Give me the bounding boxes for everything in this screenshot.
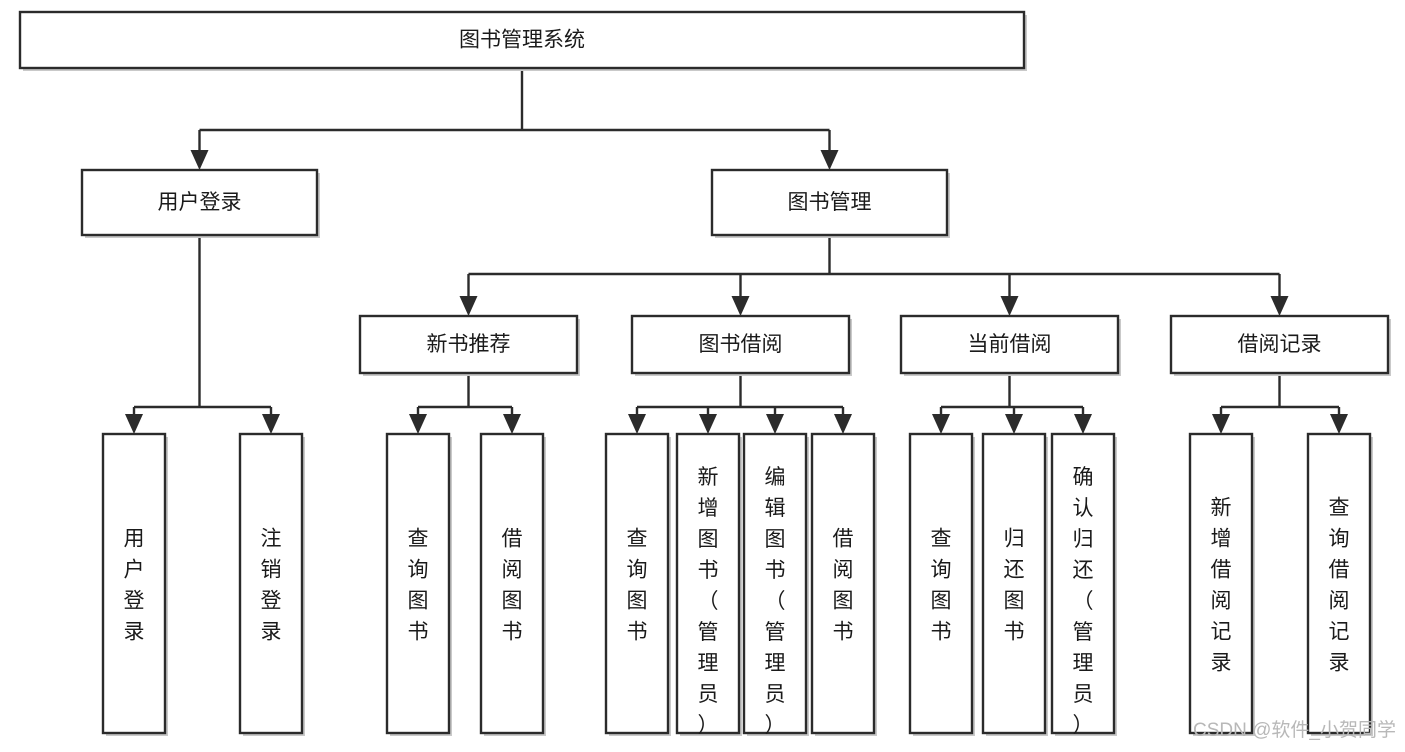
node-leaf-add-book[interactable]: 新增图书（管理员） xyxy=(675,432,742,737)
node-leaf-confirm-return-label: 确认归还（管理员） xyxy=(1073,466,1094,737)
node-new-book-recommend-label: 新书推荐 xyxy=(427,333,511,356)
arrow-head-icon xyxy=(125,414,143,434)
arrow-head-icon xyxy=(628,414,646,434)
arrow-head-icon xyxy=(503,414,521,434)
node-leaf-query-book-3-label: 查询图书 xyxy=(931,528,952,644)
node-leaf-return-book[interactable]: 归还图书 xyxy=(981,432,1048,736)
node-leaf-logout-login[interactable]: 注销登录 xyxy=(238,432,305,736)
node-leaf-add-book-label: 新增图书（管理员） xyxy=(698,466,719,737)
node-leaf-borrow-book-2-label: 借阅图书 xyxy=(833,528,854,644)
node-leaf-user-login-label: 用户登录 xyxy=(124,528,145,644)
node-borrow-record[interactable]: 借阅记录 xyxy=(1169,314,1391,376)
arrow-head-icon xyxy=(409,414,427,434)
arrow-head-icon xyxy=(1005,414,1023,434)
arrow-head-icon xyxy=(1212,414,1230,434)
node-leaf-confirm-return[interactable]: 确认归还（管理员） xyxy=(1050,432,1117,737)
arrow-head-icon xyxy=(731,296,750,316)
node-leaf-borrow-book-1-label: 借阅图书 xyxy=(502,528,523,644)
node-root-root-label: 图书管理系统 xyxy=(459,29,585,52)
node-leaf-query-book-2[interactable]: 查询图书 xyxy=(604,432,671,736)
node-new-book-recommend[interactable]: 新书推荐 xyxy=(358,314,580,376)
node-current-borrow[interactable]: 当前借阅 xyxy=(899,314,1121,376)
node-user-login-label: 用户登录 xyxy=(158,191,242,214)
arrow-head-icon xyxy=(262,414,280,434)
node-leaf-user-login[interactable]: 用户登录 xyxy=(101,432,168,736)
arrow-head-icon xyxy=(1270,296,1289,316)
node-leaf-query-book-1-label: 查询图书 xyxy=(408,528,429,644)
arrow-head-icon xyxy=(834,414,852,434)
arrow-head-icon xyxy=(699,414,717,434)
node-book-borrow[interactable]: 图书借阅 xyxy=(630,314,852,376)
node-layer: 图书管理系统用户登录图书管理新书推荐图书借阅当前借阅借阅记录用户登录注销登录查询… xyxy=(18,10,1391,737)
arrow-head-icon xyxy=(1074,414,1092,434)
arrow-head-icon xyxy=(932,414,950,434)
node-borrow-record-label: 借阅记录 xyxy=(1238,333,1322,356)
node-user-login[interactable]: 用户登录 xyxy=(80,168,320,238)
arrow-head-icon xyxy=(1330,414,1348,434)
node-book-management[interactable]: 图书管理 xyxy=(710,168,950,238)
arrow-head-icon xyxy=(820,150,839,170)
node-leaf-query-record-label: 查询借阅记录 xyxy=(1329,497,1350,675)
arrow-head-icon xyxy=(190,150,209,170)
node-leaf-query-book-2-label: 查询图书 xyxy=(627,528,648,644)
node-leaf-add-record[interactable]: 新增借阅记录 xyxy=(1188,432,1255,736)
csdn-watermark: CSDN @软件_小贺同学 xyxy=(1193,719,1396,741)
node-leaf-query-book-1[interactable]: 查询图书 xyxy=(385,432,452,736)
node-root-root[interactable]: 图书管理系统 xyxy=(18,10,1027,71)
node-leaf-add-record-label: 新增借阅记录 xyxy=(1211,497,1232,675)
connector-layer xyxy=(125,68,1348,434)
arrow-head-icon xyxy=(459,296,478,316)
node-leaf-return-book-label: 归还图书 xyxy=(1004,528,1025,644)
node-leaf-query-book-3[interactable]: 查询图书 xyxy=(908,432,975,736)
node-leaf-logout-login-label: 注销登录 xyxy=(261,528,282,644)
node-leaf-borrow-book-2[interactable]: 借阅图书 xyxy=(810,432,877,736)
node-leaf-edit-book-label: 编辑图书（管理员） xyxy=(765,466,786,737)
node-book-borrow-label: 图书借阅 xyxy=(699,333,783,356)
node-current-borrow-label: 当前借阅 xyxy=(968,333,1052,356)
node-leaf-query-record[interactable]: 查询借阅记录 xyxy=(1306,432,1373,736)
arrow-head-icon xyxy=(766,414,784,434)
node-book-management-label: 图书管理 xyxy=(788,191,872,214)
node-leaf-edit-book[interactable]: 编辑图书（管理员） xyxy=(742,432,809,737)
arrow-head-icon xyxy=(1000,296,1019,316)
node-leaf-borrow-book-1[interactable]: 借阅图书 xyxy=(479,432,546,736)
